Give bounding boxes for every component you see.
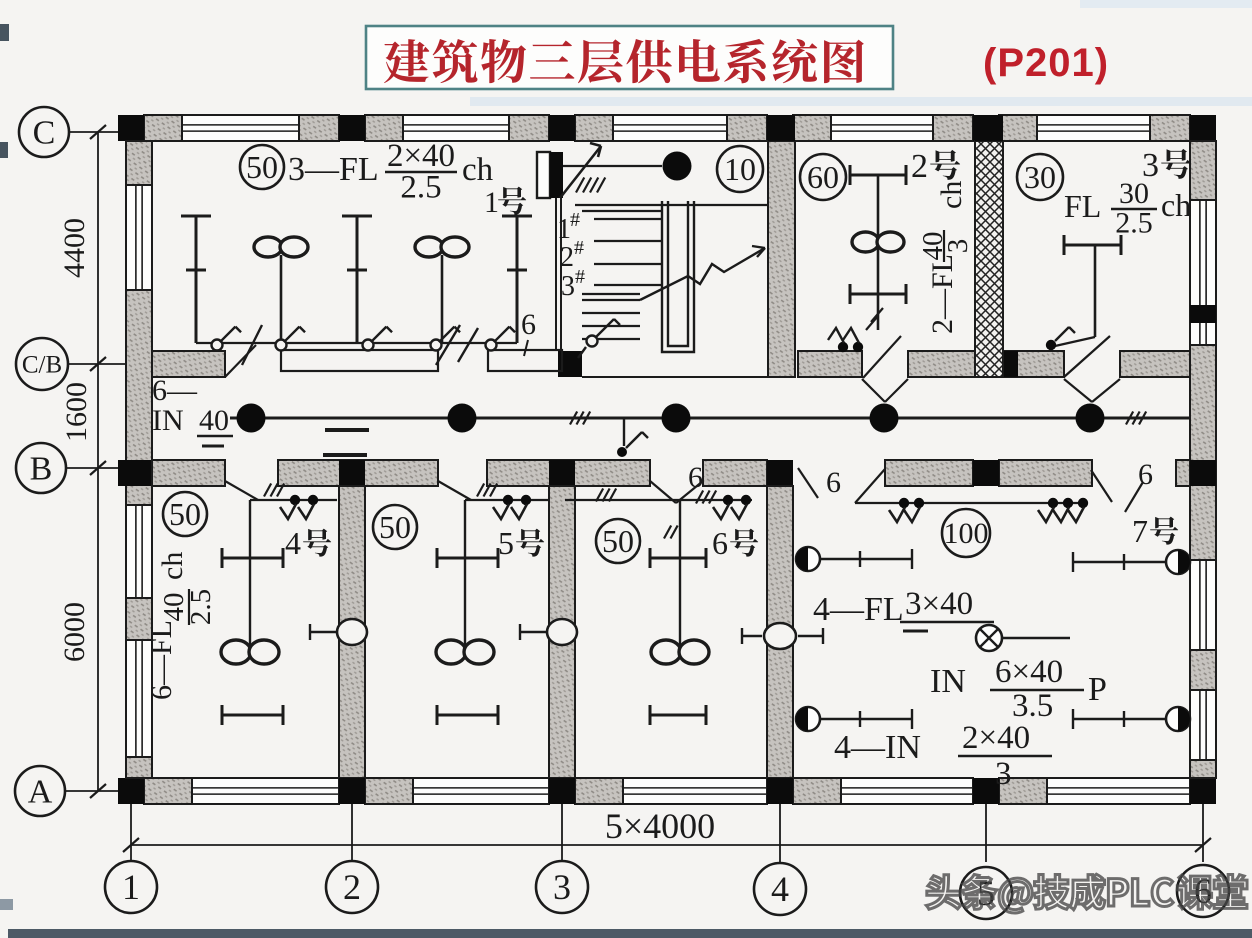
svg-text:B: B <box>30 451 53 488</box>
svg-text:3: 3 <box>942 239 974 254</box>
svg-text:6: 6 <box>712 525 728 561</box>
svg-text:3: 3 <box>553 867 571 907</box>
svg-text:40: 40 <box>158 593 190 622</box>
svg-text:6: 6 <box>521 308 536 341</box>
svg-text:1: 1 <box>122 867 140 907</box>
svg-text:#: # <box>574 237 584 259</box>
svg-text:3: 3 <box>995 756 1012 792</box>
svg-text:10: 10 <box>724 151 756 187</box>
svg-text:ch: ch <box>935 181 968 209</box>
svg-text:50: 50 <box>602 523 634 559</box>
svg-text:FL: FL <box>1064 188 1101 224</box>
svg-text:#: # <box>575 266 585 288</box>
svg-text:A: A <box>28 774 53 811</box>
svg-text:#: # <box>570 209 580 231</box>
svg-text:5×4000: 5×4000 <box>605 806 715 846</box>
svg-text:C: C <box>33 115 56 152</box>
svg-text:IN: IN <box>152 404 184 437</box>
svg-text:100: 100 <box>944 517 989 550</box>
svg-text:3: 3 <box>1142 147 1159 184</box>
svg-text:3: 3 <box>561 271 575 302</box>
svg-text:5: 5 <box>498 525 514 561</box>
svg-text:ch: ch <box>462 152 494 188</box>
svg-text:P: P <box>1088 671 1107 708</box>
svg-text:30: 30 <box>1119 177 1149 210</box>
svg-text:2: 2 <box>560 242 574 273</box>
svg-text:50: 50 <box>379 509 411 545</box>
svg-text:4400: 4400 <box>58 218 91 278</box>
svg-text:3—FL: 3—FL <box>288 151 379 188</box>
svg-text:6000: 6000 <box>58 602 91 662</box>
svg-text:3.5: 3.5 <box>1012 688 1053 724</box>
svg-text:1: 1 <box>484 186 499 219</box>
svg-text:3×40: 3×40 <box>905 586 973 622</box>
svg-text:IN: IN <box>930 663 966 700</box>
svg-text:2×40: 2×40 <box>962 720 1030 756</box>
svg-text:6: 6 <box>688 461 703 494</box>
svg-text:2.5: 2.5 <box>1115 206 1153 239</box>
svg-text:ch: ch <box>1161 187 1191 223</box>
svg-text:4: 4 <box>771 869 789 909</box>
svg-text:6—: 6— <box>152 374 198 407</box>
svg-text:40: 40 <box>199 404 229 437</box>
svg-text:1600: 1600 <box>60 382 93 442</box>
svg-text:7: 7 <box>1132 513 1148 549</box>
svg-text:4: 4 <box>285 525 301 561</box>
svg-text:50: 50 <box>169 496 201 532</box>
svg-text:60: 60 <box>807 159 839 195</box>
svg-text:4—IN: 4—IN <box>834 729 921 766</box>
svg-text:2: 2 <box>343 867 361 907</box>
svg-text:2—FL: 2—FL <box>926 254 959 334</box>
svg-text:1: 1 <box>557 214 571 245</box>
svg-text:ch: ch <box>156 552 189 580</box>
svg-text:6: 6 <box>826 466 841 499</box>
svg-text:2.5: 2.5 <box>185 589 217 625</box>
svg-text:6×40: 6×40 <box>995 654 1063 690</box>
svg-text:4—FL: 4—FL <box>813 591 904 628</box>
svg-text:2×40: 2×40 <box>387 138 455 174</box>
svg-text:C/B: C/B <box>22 352 62 379</box>
svg-text:30: 30 <box>1024 159 1056 195</box>
svg-text:2.5: 2.5 <box>400 170 441 206</box>
svg-text:6—FL: 6—FL <box>145 620 178 700</box>
svg-text:50: 50 <box>246 149 278 185</box>
svg-text:2: 2 <box>911 148 928 185</box>
svg-text:(P201): (P201) <box>983 41 1109 85</box>
